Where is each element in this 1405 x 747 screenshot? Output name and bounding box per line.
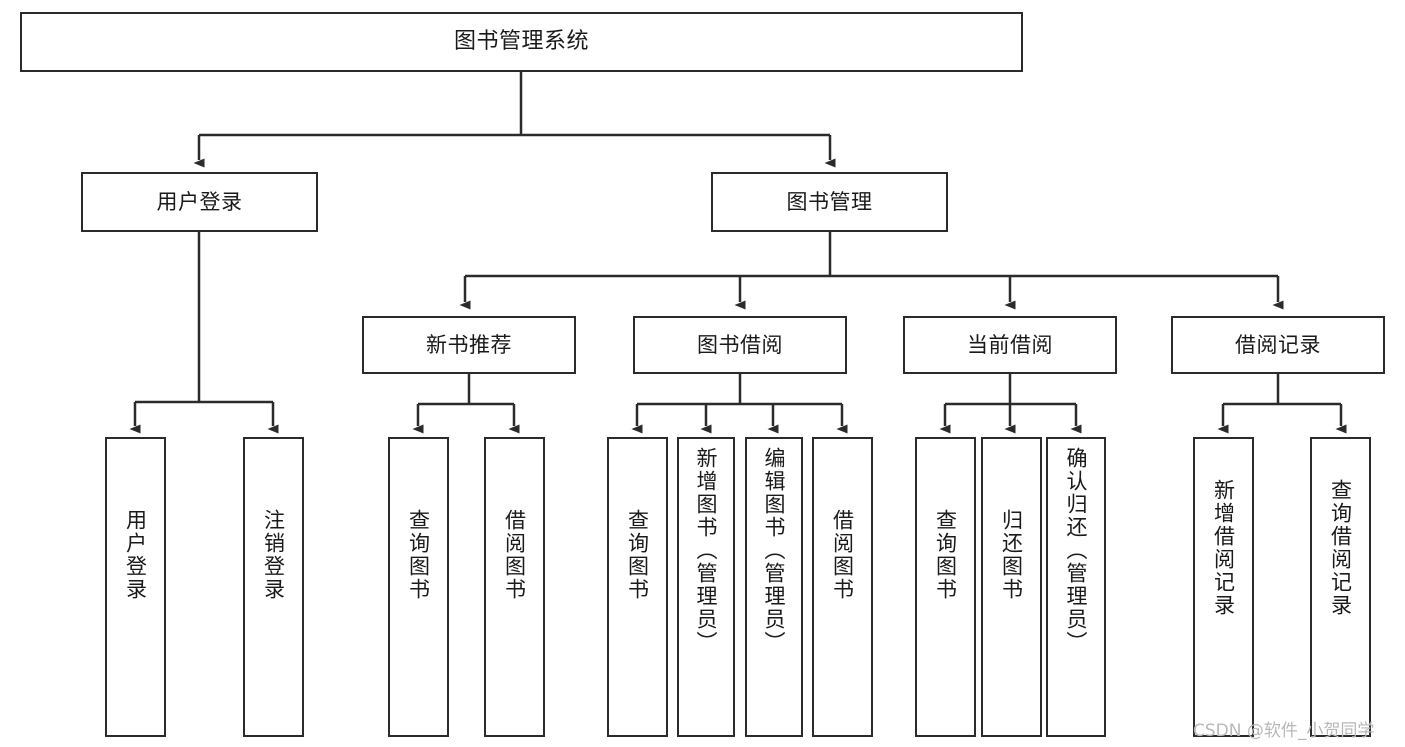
node-label: 查询图书 — [406, 509, 431, 601]
node-book-borrow[interactable]: 图书借阅 — [633, 316, 847, 374]
node-label: 图书管理系统 — [453, 29, 589, 55]
node-new-book-recommend[interactable]: 新书推荐 — [362, 316, 576, 374]
node-borrow-record[interactable]: 借阅记录 — [1171, 316, 1385, 374]
node-root-book-management-system[interactable]: 图书管理系统 — [20, 12, 1023, 72]
node-label: 用户登录 — [156, 189, 243, 214]
node-label: 新增图书（管理员） — [694, 447, 719, 654]
leaf-query-book-borrow[interactable]: 查询图书 — [607, 437, 668, 737]
node-label: 用户登录 — [123, 509, 148, 601]
leaf-query-borrow-record[interactable]: 查询借阅记录 — [1310, 437, 1371, 737]
leaf-query-book-current[interactable]: 查询图书 — [915, 437, 976, 737]
node-current-borrow[interactable]: 当前借阅 — [903, 316, 1117, 374]
node-label: 查询图书 — [933, 509, 958, 601]
node-label: 查询图书 — [625, 509, 650, 601]
node-label: 确认归还（管理员） — [1064, 447, 1089, 654]
csdn-watermark: CSDN @软件_小贺同学 — [1193, 721, 1375, 741]
leaf-add-book-admin[interactable]: 新增图书（管理员） — [677, 437, 735, 737]
leaf-add-borrow-record[interactable]: 新增借阅记录 — [1193, 437, 1254, 737]
node-label: 新增借阅记录 — [1211, 479, 1236, 617]
node-label: 当前借阅 — [967, 332, 1053, 357]
node-book-management[interactable]: 图书管理 — [711, 172, 948, 232]
node-label: 借阅图书 — [502, 509, 527, 601]
node-user-login[interactable]: 用户登录 — [81, 172, 318, 232]
leaf-user-login[interactable]: 用户登录 — [105, 437, 166, 737]
node-label: 编辑图书（管理员） — [762, 447, 787, 654]
node-label: 图书管理 — [786, 189, 873, 214]
node-label: 注销登录 — [261, 509, 286, 601]
leaf-borrow-book-recommend[interactable]: 借阅图书 — [484, 437, 545, 737]
leaf-edit-book-admin[interactable]: 编辑图书（管理员） — [745, 437, 803, 737]
node-label: 新书推荐 — [426, 332, 512, 357]
node-label: 归还图书 — [999, 509, 1024, 601]
node-label: 图书借阅 — [697, 332, 783, 357]
leaf-borrow-book[interactable]: 借阅图书 — [812, 437, 873, 737]
node-label: 借阅记录 — [1235, 332, 1321, 357]
node-label: 查询借阅记录 — [1328, 479, 1353, 617]
leaf-query-book-recommend[interactable]: 查询图书 — [388, 437, 449, 737]
leaf-logout-login[interactable]: 注销登录 — [243, 437, 304, 737]
leaf-confirm-return-admin[interactable]: 确认归还（管理员） — [1046, 437, 1106, 737]
node-label: 借阅图书 — [830, 509, 855, 601]
leaf-return-book[interactable]: 归还图书 — [981, 437, 1042, 737]
